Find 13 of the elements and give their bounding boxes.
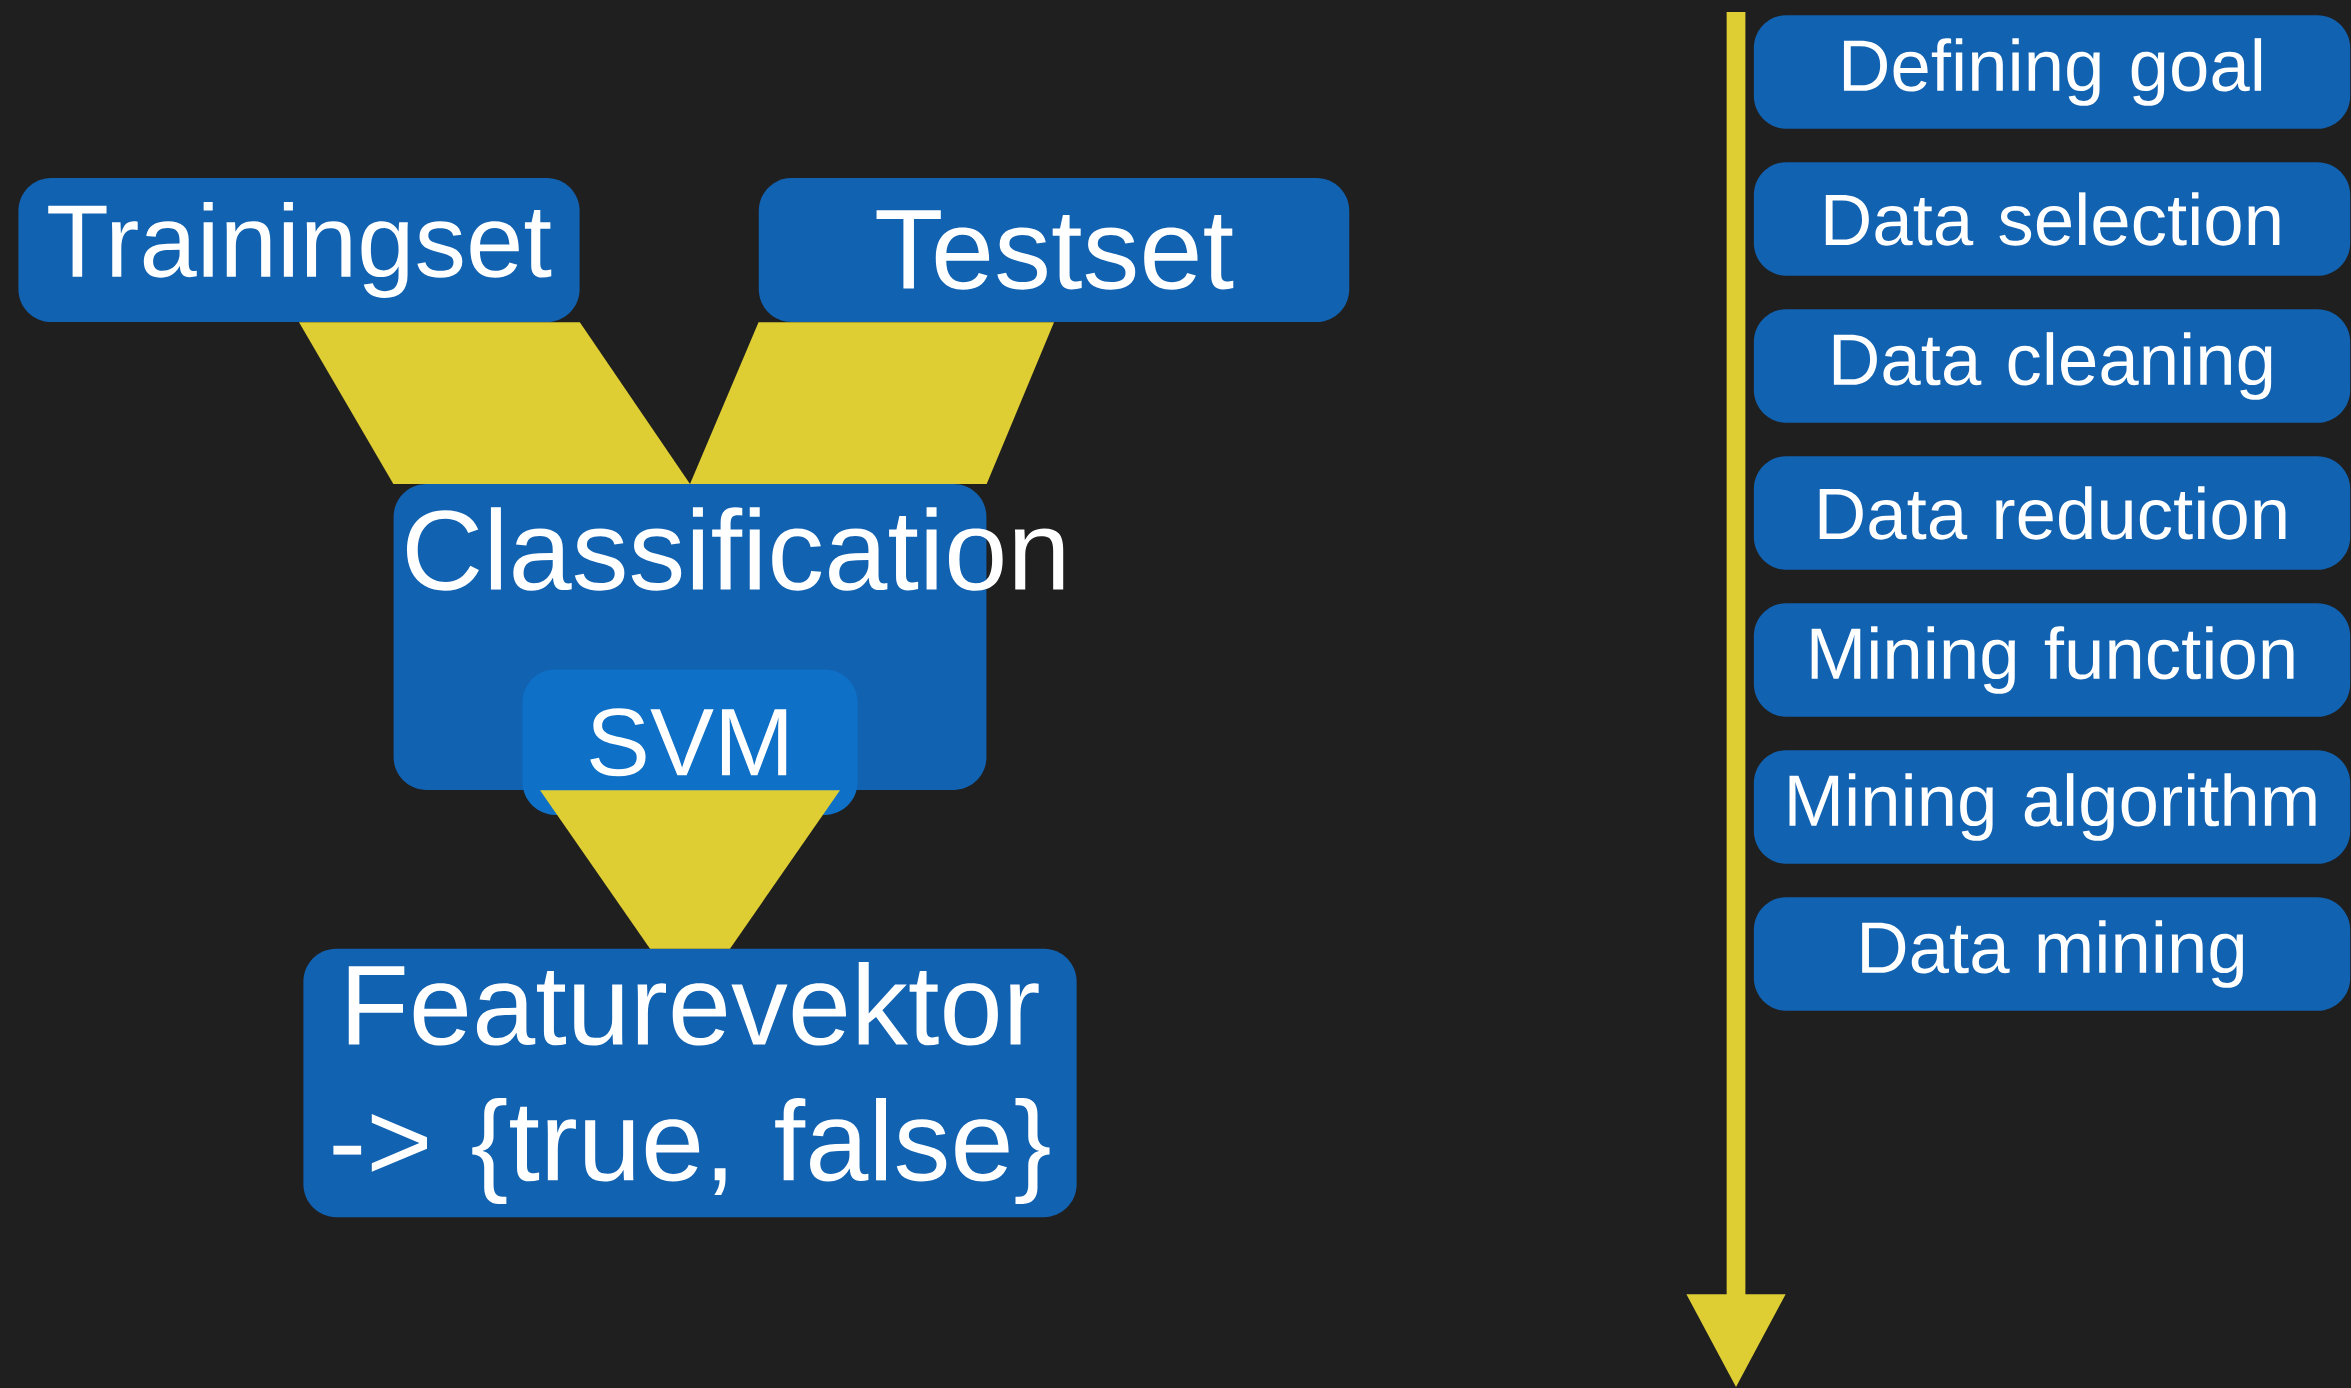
process-box: Data mining — [1753, 897, 2351, 1011]
process-box: Data selection — [1753, 162, 2351, 276]
funnel-connector — [690, 322, 1054, 484]
funnel-connector — [299, 322, 690, 484]
funnel-connector — [540, 790, 840, 949]
process-box: Mining algorithm — [1753, 750, 2351, 864]
process-box: Data cleaning — [1753, 309, 2351, 423]
process-box: Defining goal — [1753, 15, 2351, 129]
process-box: Featurevektor -> {true, false} — [303, 948, 1077, 1218]
process-box: Mining function — [1753, 603, 2351, 717]
process-box: Trainingset — [18, 177, 580, 323]
process-box: Testset — [758, 177, 1350, 323]
process-box: Data reduction — [1753, 456, 2351, 570]
